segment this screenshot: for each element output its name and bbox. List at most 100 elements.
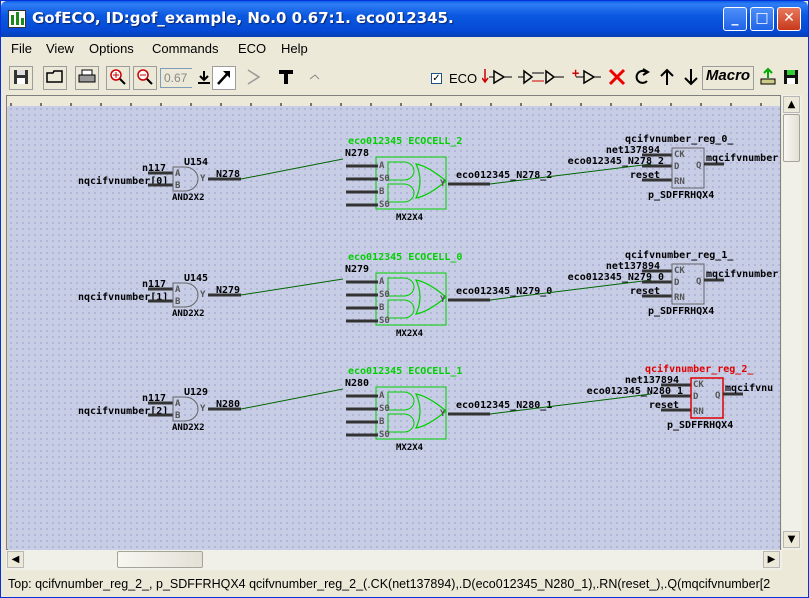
minimize-button[interactable]: _ — [723, 7, 747, 31]
flop-cell-box — [690, 377, 724, 419]
menu-eco[interactable]: ECO — [238, 41, 267, 56]
mux-pin-y: Y — [440, 295, 446, 305]
and-gate-type: AND2X2 — [172, 193, 205, 203]
and-output-net-label: N280 — [216, 399, 240, 410]
toolbar: ✓ ECO + Macro — [3, 64, 806, 92]
menu-options[interactable]: Options — [89, 41, 134, 56]
zoom-level-input[interactable] — [160, 68, 194, 88]
zoom-out-icon[interactable] — [133, 66, 157, 90]
scroll-right-button[interactable]: ▶ — [763, 551, 780, 568]
add-pin-icon[interactable]: + — [569, 66, 603, 90]
and-gate-symbol — [172, 396, 199, 422]
and-input-b-label: nqcifvnumber[1] — [78, 291, 168, 303]
and-gate-type: AND2X2 — [172, 309, 205, 319]
and-input-a-label: n117 — [142, 163, 166, 174]
insert-buffer-icon[interactable] — [481, 66, 515, 90]
mux-pin-label: A — [379, 161, 385, 171]
mux-pin-label: S0 — [379, 430, 390, 440]
flop-instance-name: qcifvnumber_reg_2_ — [645, 363, 754, 375]
mux-input-net-label: N280 — [345, 378, 369, 389]
and-input-a-label: n117 — [142, 279, 166, 290]
and-output-net-label: N278 — [216, 169, 240, 180]
mux-and-symbol-bottom — [387, 299, 415, 319]
flop-q-net-label: mqcifvnumber — [706, 152, 778, 164]
insert-gate-icon[interactable] — [517, 66, 567, 90]
save-eco-icon[interactable] — [779, 66, 803, 90]
open-icon[interactable] — [43, 66, 67, 90]
menu-view[interactable]: View — [46, 41, 74, 56]
and-pin-y: Y — [200, 174, 206, 184]
flop-q-net-label: mqcifvnu — [725, 382, 773, 394]
net-wire — [240, 158, 344, 180]
flop-pin-label: D — [674, 278, 680, 288]
and-gate-name: U145 — [184, 273, 208, 284]
net-wire — [240, 388, 344, 410]
maximize-button[interactable]: □ — [750, 7, 774, 31]
flop-instance-name: qcifvnumber_reg_0_ — [625, 133, 734, 145]
flop-pin-label: CK — [674, 266, 685, 276]
flop-cell-type: p_SDFFRHQX4 — [648, 190, 714, 201]
zoom-in-icon[interactable] — [106, 66, 130, 90]
and-input-b-label: nqcifvnumber[2] — [78, 405, 168, 417]
menu-bar: File View Options Commands ECO Help — [1, 37, 808, 61]
mux-input-net-label: N278 — [345, 148, 369, 159]
menu-file[interactable]: File — [11, 41, 32, 56]
mux-or-symbol — [414, 279, 447, 315]
flop-rn-net-label: reset — [630, 286, 660, 297]
print-icon[interactable] — [75, 66, 99, 90]
net-wire — [489, 163, 652, 185]
scroll-up-button[interactable]: ▲ — [783, 96, 800, 113]
mux-pin-label: S0 — [379, 200, 390, 210]
macro-button[interactable]: Macro — [702, 66, 754, 90]
save-icon[interactable] — [9, 66, 33, 90]
vertical-scrollbar[interactable]: ▲ ▼ — [782, 95, 802, 550]
export-icon[interactable] — [756, 66, 780, 90]
flop-d-net-label: eco012345_N278_2 — [568, 156, 664, 167]
flop-pin-label: CK — [674, 150, 685, 160]
mux-pin-label: B — [379, 303, 385, 313]
vertical-scroll-thumb[interactable] — [783, 114, 800, 162]
net-wire — [489, 279, 652, 301]
horizontal-scrollbar[interactable]: ◀ ▶ — [6, 550, 782, 570]
eco-checkbox[interactable]: ✓ — [431, 73, 442, 84]
mux-pin-label: S0 — [379, 174, 390, 184]
title-bar[interactable]: GofECO, ID:gof_example, No.0 0.67:1. eco… — [1, 1, 808, 37]
scroll-left-button[interactable]: ◀ — [7, 551, 24, 568]
select-arrow-icon[interactable] — [212, 66, 236, 90]
flop-d-net-label: eco012345_N279_0 — [568, 272, 664, 283]
up-icon[interactable] — [655, 66, 679, 90]
close-button[interactable]: ✕ — [777, 7, 801, 31]
scroll-down-button[interactable]: ▼ — [783, 531, 800, 548]
and-pin-y: Y — [200, 290, 206, 300]
mux-and-symbol-top — [387, 161, 415, 181]
mux-output-net-label: eco012345_N280_1 — [456, 400, 552, 411]
wire-icon[interactable] — [303, 66, 327, 90]
flop-ck-net-label: net137894 — [606, 261, 660, 272]
rotate-icon[interactable] — [630, 66, 654, 90]
pointer-icon[interactable] — [241, 66, 265, 90]
mux-and-symbol-bottom — [387, 183, 415, 203]
menu-help[interactable]: Help — [281, 41, 308, 56]
flop-pin-label: Q — [696, 161, 702, 171]
and-pin-a: A — [175, 399, 181, 409]
flop-q-net-label: mqcifvnumber — [706, 268, 778, 280]
down-icon[interactable] — [679, 66, 703, 90]
flop-pin-label: Q — [696, 277, 702, 287]
mux-pin-label: S0 — [379, 290, 390, 300]
status-bar: Top: qcifvnumber_reg_2_, p_SDFFRHQX4 qci… — [1, 573, 808, 597]
horizontal-scroll-thumb[interactable] — [117, 551, 203, 568]
mux-pin-label: S0 — [379, 404, 390, 414]
mux-cell-box — [375, 272, 447, 326]
mux-and-symbol-top — [387, 277, 415, 297]
and-gate-name: U129 — [184, 387, 208, 398]
mux-and-symbol-top — [387, 391, 415, 411]
menu-commands[interactable]: Commands — [152, 41, 219, 56]
mux-eco-cell-name: eco012345 ECOCELL_0 — [348, 252, 462, 263]
mux-cell-type: MX2X4 — [396, 213, 424, 223]
flop-cell-type: p_SDFFRHQX4 — [667, 420, 733, 431]
and-gate-type: AND2X2 — [172, 423, 205, 433]
text-icon[interactable] — [274, 66, 298, 90]
delete-icon[interactable] — [605, 66, 629, 90]
mux-pin-label: S0 — [379, 316, 390, 326]
